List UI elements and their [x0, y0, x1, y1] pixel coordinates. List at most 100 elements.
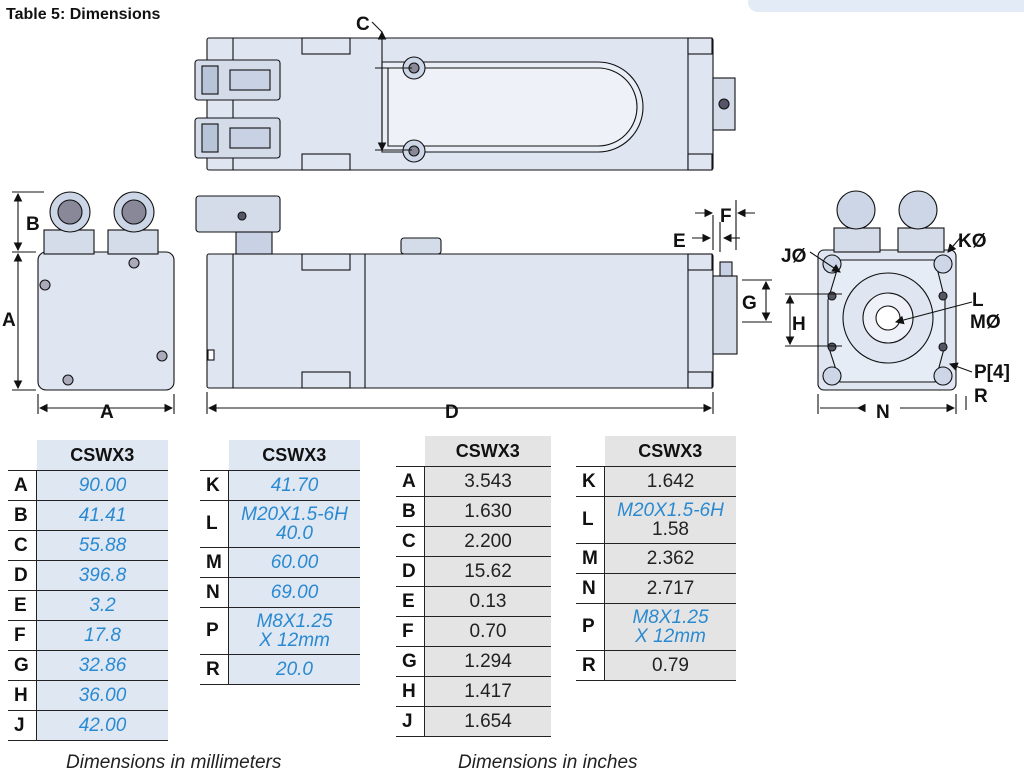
- top-view: [194, 37, 736, 171]
- dim-label-k: KØ: [958, 231, 987, 252]
- row-value: 55.88: [36, 530, 168, 561]
- row-value: 396.8: [36, 560, 168, 591]
- row-key: F: [8, 620, 37, 651]
- dim-label-d: D: [445, 402, 459, 423]
- dim-label-a-bottom: A: [100, 402, 114, 423]
- page-title: Table 5: Dimensions: [6, 6, 161, 23]
- row-key: K: [200, 470, 229, 501]
- row-key: G: [8, 650, 37, 681]
- dim-label-a-left: A: [2, 310, 16, 331]
- row-key: J: [8, 710, 37, 741]
- row-key: H: [396, 676, 425, 707]
- dim-label-e: E: [673, 231, 686, 252]
- row-key: G: [396, 646, 425, 677]
- row-value: 1.642: [604, 466, 736, 497]
- row-key: B: [8, 500, 37, 531]
- row-key: C: [396, 526, 425, 557]
- row-value: 41.41: [36, 500, 168, 531]
- row-key: D: [8, 560, 37, 591]
- row-key: B: [396, 496, 425, 527]
- row-value: 3.543: [424, 466, 551, 497]
- dim-label-b: B: [26, 214, 40, 235]
- row-value: 17.8: [36, 620, 168, 651]
- row-value: 15.62: [424, 556, 551, 587]
- row-value: 36.00: [36, 680, 168, 711]
- table-header: CSWX3: [604, 436, 736, 467]
- row-key: A: [8, 470, 37, 501]
- row-key: D: [396, 556, 425, 587]
- row-value: 2.362: [604, 543, 736, 574]
- row-value: 2.717: [604, 573, 736, 604]
- row-value: 3.2: [36, 590, 168, 621]
- row-value: 1.417: [424, 676, 551, 707]
- row-value: 0.70: [424, 616, 551, 647]
- header-accent-bar: [748, 0, 1024, 12]
- row-key: N: [576, 573, 605, 604]
- row-value: 42.00: [36, 710, 168, 741]
- dimension-drawing: A A B C D E F G H JØ KØ L MØ P[4] R N: [2, 14, 1010, 423]
- row-key: A: [396, 466, 425, 497]
- row-value: 2.200: [424, 526, 551, 557]
- dim-label-h: H: [792, 314, 806, 335]
- row-value: 1.654: [424, 706, 551, 737]
- caption-mm: Dimensions in millimeters: [66, 752, 282, 773]
- row-key: R: [200, 654, 229, 685]
- dim-label-n: N: [876, 402, 890, 423]
- row-key: M: [200, 547, 229, 578]
- row-key: N: [200, 577, 229, 608]
- row-key: E: [8, 590, 37, 621]
- row-key: M: [576, 543, 605, 574]
- row-key: L: [200, 500, 229, 548]
- dim-label-p: P[4]: [974, 362, 1010, 383]
- row-value: 32.86: [36, 650, 168, 681]
- row-value: 0.79: [604, 650, 736, 681]
- dim-label-m: MØ: [970, 312, 1001, 333]
- row-key: F: [396, 616, 425, 647]
- dim-label-g: G: [742, 293, 757, 314]
- row-key: C: [8, 530, 37, 561]
- dim-label-r: R: [974, 386, 988, 407]
- row-value: 69.00: [228, 577, 360, 608]
- caption-inches: Dimensions in inches: [458, 752, 638, 773]
- row-key: H: [8, 680, 37, 711]
- left-end-view: [37, 191, 175, 391]
- row-value: 0.13: [424, 586, 551, 617]
- row-value: 1.630: [424, 496, 551, 527]
- dim-label-f: F: [720, 206, 732, 227]
- row-value: 41.70: [228, 470, 360, 501]
- row-key: K: [576, 466, 605, 497]
- row-key: E: [396, 586, 425, 617]
- row-key: R: [576, 650, 605, 681]
- row-key: P: [576, 603, 605, 651]
